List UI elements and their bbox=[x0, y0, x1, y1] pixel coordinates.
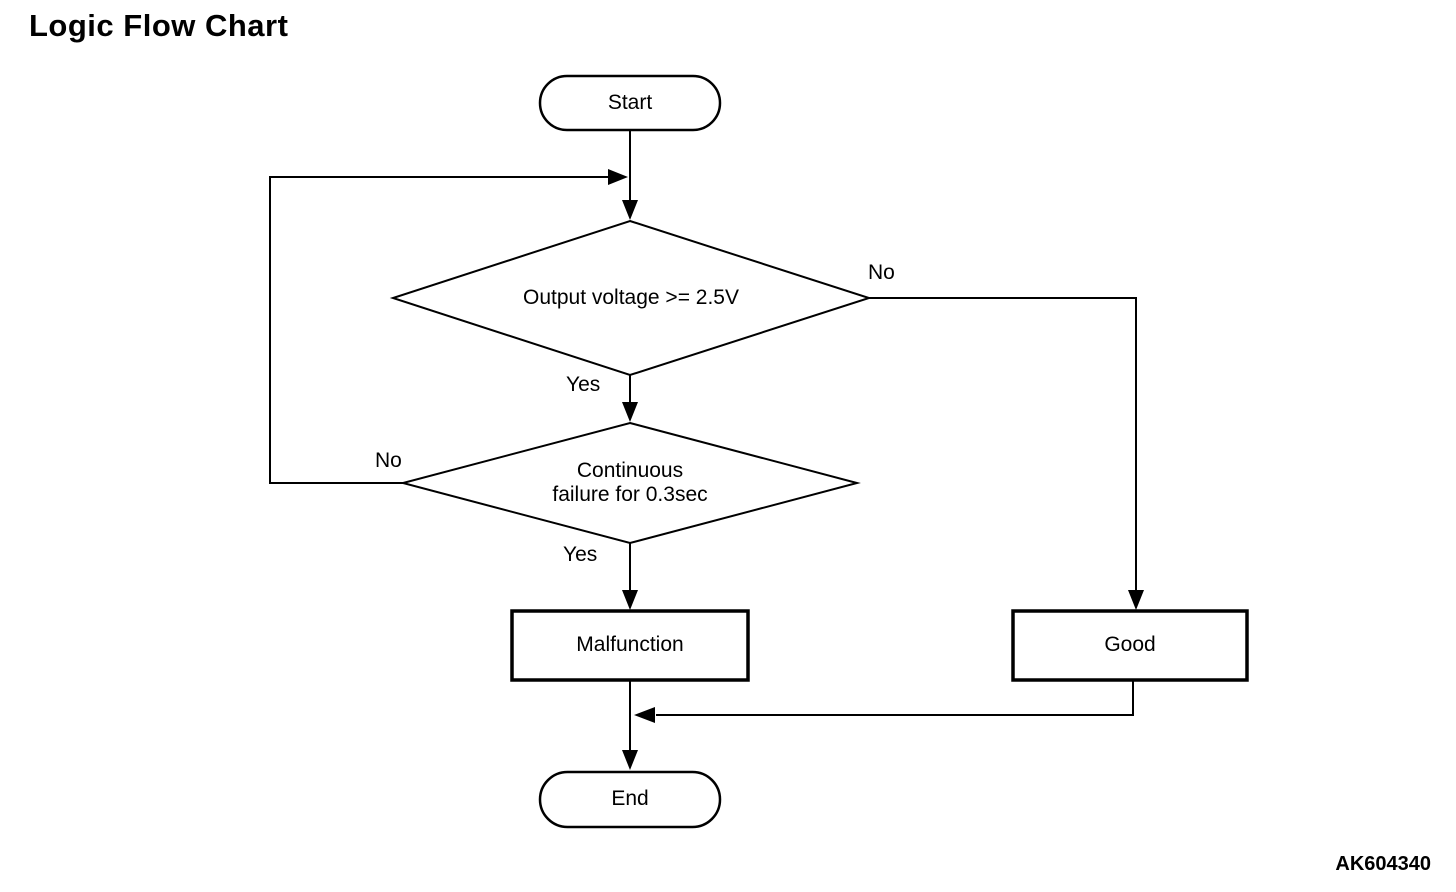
arrowhead-loop-into-entry bbox=[608, 169, 628, 185]
start-node-shape bbox=[538, 74, 722, 132]
end-node-shape bbox=[538, 770, 722, 829]
decision-failure-shape bbox=[399, 421, 861, 545]
arrowhead-into-decision-failure bbox=[622, 402, 638, 422]
malfunction-node-shape bbox=[510, 609, 750, 682]
arrowhead-good-merge bbox=[634, 707, 655, 723]
arrowhead-into-malfunction bbox=[622, 590, 638, 610]
decision-voltage-shape bbox=[389, 219, 873, 377]
arrowhead-into-end bbox=[622, 750, 638, 770]
arrowhead-into-decision-voltage bbox=[622, 200, 638, 220]
figure-code: AK604340 bbox=[1335, 853, 1431, 875]
good-node-shape bbox=[1011, 609, 1249, 682]
edge-good-merge-line bbox=[656, 680, 1134, 716]
arrowhead-into-good bbox=[1128, 590, 1144, 610]
edge-failure-no-loop-line bbox=[269, 176, 612, 484]
edge-voltage-no-line bbox=[869, 297, 1137, 593]
page-title: Logic Flow Chart bbox=[29, 8, 289, 43]
